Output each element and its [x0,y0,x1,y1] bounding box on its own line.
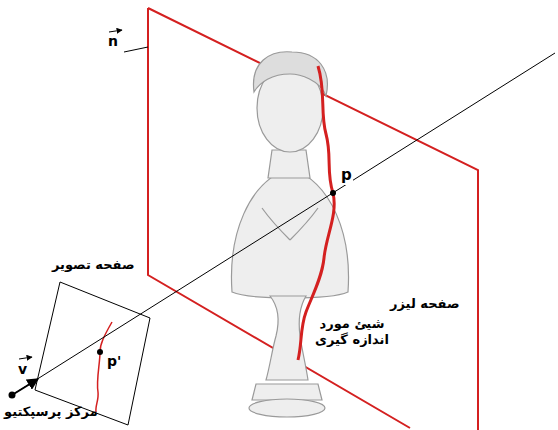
perspective-center-dot [9,392,16,399]
vector-arrow [19,357,32,359]
normal-leader [124,47,148,52]
plane-label: صفحه تصویر [52,257,135,273]
vector-name: n [108,33,118,51]
image-point-dot [97,349,103,355]
vector-arrow [109,30,122,32]
point-name: p [340,166,353,185]
object-label: شیئ مورد اندازه گیری [306,316,398,349]
view-vector [12,379,38,395]
laser-profile [298,66,334,360]
center-label: مرکز پرسپکتیو [4,404,98,420]
plane-label: صفحه لیزر [390,296,459,312]
point-name: p' [106,353,122,371]
image-plane [35,282,150,425]
object-point-dot [330,190,336,196]
bust-figure [231,52,348,417]
vector-name: v [18,361,27,379]
laser-plane [148,8,478,430]
viewing-ray [12,53,555,395]
